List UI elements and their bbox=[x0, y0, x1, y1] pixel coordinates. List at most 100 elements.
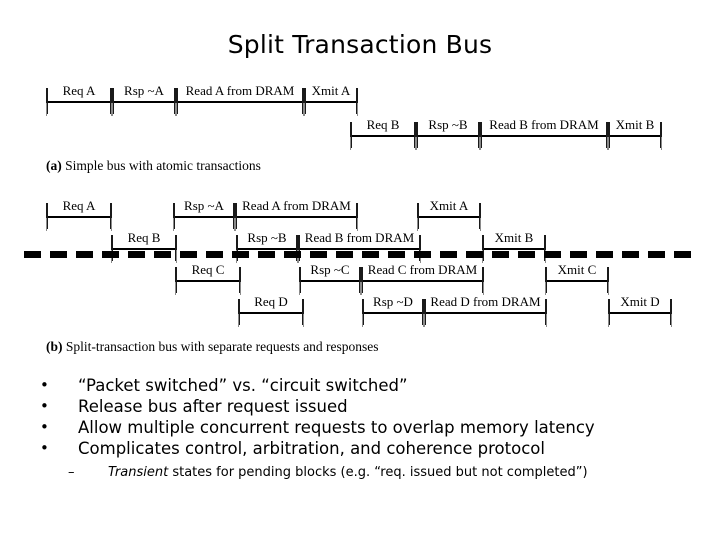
segment-baseline bbox=[362, 312, 424, 314]
segment-tick-left bbox=[111, 235, 113, 261]
segment-baseline bbox=[238, 312, 304, 314]
segment-label: Rsp ~B bbox=[428, 117, 468, 132]
segment-label: Xmit A bbox=[311, 83, 351, 98]
segment-tick-left bbox=[176, 88, 178, 114]
page-title: Split Transaction Bus bbox=[227, 30, 493, 59]
timeline-segment: Read A from DRAM bbox=[235, 195, 358, 231]
segment-label: Req B bbox=[366, 117, 400, 132]
timeline-a-row-a: Req A Rsp ~A Read A from DRAM Xmit A bbox=[0, 80, 720, 116]
segment-tick-right bbox=[479, 203, 481, 229]
bullet-marker: • bbox=[40, 397, 49, 415]
segment-label: Xmit D bbox=[620, 294, 660, 309]
segment-tick-extension-right bbox=[303, 314, 304, 327]
segment-tick-extension-right bbox=[360, 282, 361, 295]
segment-tick-left bbox=[362, 299, 364, 325]
timeline-segment: Req C bbox=[175, 259, 241, 295]
segment-tick-right bbox=[606, 122, 608, 148]
segment-baseline bbox=[350, 135, 416, 137]
segment-tick-extension-left bbox=[46, 103, 47, 116]
segment-tick-right bbox=[302, 88, 304, 114]
segment-tick-left bbox=[238, 299, 240, 325]
segment-tick-left bbox=[545, 267, 547, 293]
timeline-segment: Req A bbox=[46, 80, 112, 116]
segment-tick-right bbox=[545, 299, 547, 325]
timeline-b-row-d: Req D Rsp ~D Read D from DRAM Xmit D bbox=[0, 291, 720, 327]
segment-baseline bbox=[424, 312, 547, 314]
timeline-segment: Read C from DRAM bbox=[361, 259, 484, 295]
timeline-segment: Rsp ~B bbox=[416, 114, 480, 150]
figure-caption-label: (a) bbox=[46, 158, 62, 173]
bullet-text: Release bus after request issued bbox=[78, 397, 348, 416]
segment-tick-extension-right bbox=[607, 137, 608, 150]
segment-tick-extension-left bbox=[361, 282, 362, 295]
segment-tick-left bbox=[46, 203, 48, 229]
timeline-segment: Req B bbox=[350, 114, 416, 150]
segment-tick-right bbox=[544, 235, 546, 261]
timeline-segment: Xmit A bbox=[304, 80, 358, 116]
segment-baseline bbox=[304, 101, 358, 103]
segment-baseline bbox=[175, 280, 241, 282]
segment-tick-extension-right bbox=[608, 282, 609, 295]
figure-caption-label: (b) bbox=[46, 339, 63, 354]
segment-tick-extension-left bbox=[304, 103, 305, 116]
segment-tick-right bbox=[110, 88, 112, 114]
segment-baseline bbox=[111, 248, 177, 250]
bullet-item-3: •Allow multiple concurrent requests to o… bbox=[0, 417, 720, 438]
segment-tick-extension-left bbox=[545, 282, 546, 295]
segment-tick-extension-right bbox=[111, 218, 112, 231]
segment-baseline bbox=[417, 216, 481, 218]
segment-baseline bbox=[480, 135, 608, 137]
segment-tick-extension-right bbox=[357, 218, 358, 231]
bullet-text: “Packet switched” vs. “circuit switched” bbox=[78, 376, 408, 395]
segment-tick-extension-left bbox=[416, 137, 417, 150]
segment-label: Read B from DRAM bbox=[489, 117, 599, 132]
segment-tick-left bbox=[608, 299, 610, 325]
segment-tick-left bbox=[424, 299, 426, 325]
timeline-segment: Read D from DRAM bbox=[424, 291, 547, 327]
segment-label: Rsp ~A bbox=[184, 198, 224, 213]
segment-tick-left bbox=[173, 203, 175, 229]
segment-tick-right bbox=[359, 267, 361, 293]
segment-tick-left bbox=[235, 203, 237, 229]
segment-tick-extension-right bbox=[303, 103, 304, 116]
bullet-item-1: •“Packet switched” vs. “circuit switched… bbox=[0, 375, 720, 396]
split-transaction-bus-figure: Req A Rsp ~A Read A from DRAM Xmit A Req B Rs… bbox=[0, 70, 720, 365]
segment-baseline bbox=[46, 216, 112, 218]
segment-tick-left bbox=[350, 122, 352, 148]
section-divider bbox=[24, 251, 700, 258]
segment-tick-right bbox=[356, 88, 358, 114]
segment-tick-left bbox=[175, 267, 177, 293]
segment-label: Req C bbox=[191, 262, 225, 277]
segment-tick-left bbox=[236, 235, 238, 261]
segment-label: Rsp ~B bbox=[247, 230, 287, 245]
segment-label: Rsp ~D bbox=[373, 294, 413, 309]
segment-tick-right bbox=[110, 203, 112, 229]
segment-tick-extension-right bbox=[671, 314, 672, 327]
segment-label: Req D bbox=[254, 294, 288, 309]
segment-baseline bbox=[173, 216, 235, 218]
segment-label: Read A from DRAM bbox=[185, 83, 295, 98]
sub-bullet-item: –Transient states for pending blocks (e.… bbox=[0, 463, 720, 483]
segment-tick-right bbox=[356, 203, 358, 229]
segment-baseline bbox=[608, 312, 672, 314]
segment-baseline bbox=[482, 248, 546, 250]
timeline-segment: Xmit A bbox=[417, 195, 481, 231]
segment-label: Read B from DRAM bbox=[304, 230, 415, 245]
segment-label: Req A bbox=[62, 83, 96, 98]
segment-baseline bbox=[298, 248, 421, 250]
timeline-segment: Xmit B bbox=[608, 114, 662, 150]
segment-tick-extension-right bbox=[479, 137, 480, 150]
segment-label: Xmit C bbox=[557, 262, 597, 277]
segment-tick-extension-left bbox=[608, 314, 609, 327]
segment-tick-right bbox=[233, 203, 235, 229]
segment-tick-right bbox=[302, 299, 304, 325]
bullet-item-4: •Complicates control, arbitration, and c… bbox=[0, 438, 720, 459]
bullet-item-2: • Release bus after request issued bbox=[0, 396, 720, 417]
segment-tick-extension-right bbox=[546, 314, 547, 327]
timeline-segment: Req D bbox=[238, 291, 304, 327]
segment-label: Rsp ~A bbox=[124, 83, 164, 98]
segment-tick-extension-left bbox=[173, 218, 174, 231]
segment-tick-extension-left bbox=[417, 218, 418, 231]
